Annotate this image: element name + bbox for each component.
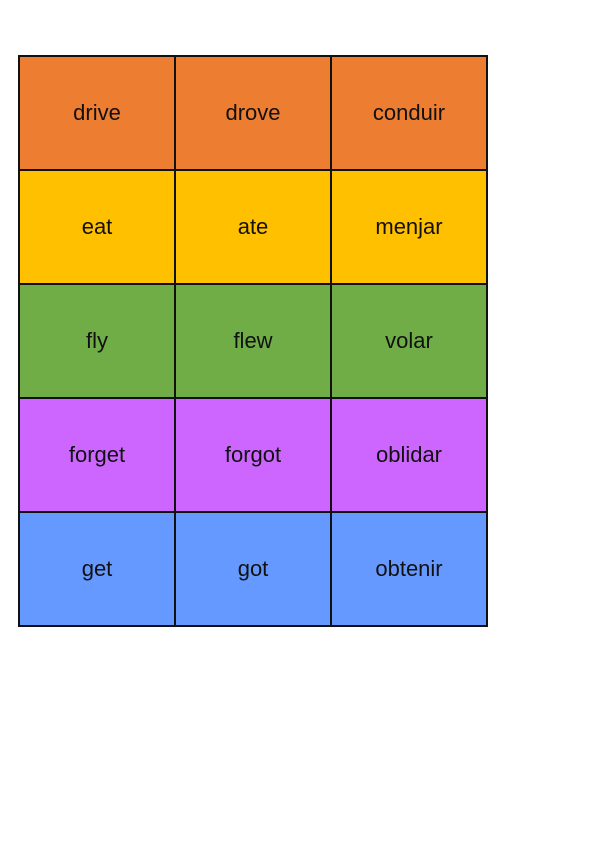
table-cell: flew xyxy=(174,283,332,399)
verb-cards-table: drive drove conduir eat ate menjar fly f… xyxy=(18,55,488,627)
table-row: drive drove conduir xyxy=(18,55,488,171)
table-row: fly flew volar xyxy=(18,283,488,399)
table-cell: drive xyxy=(18,55,176,171)
table-cell: fly xyxy=(18,283,176,399)
table-row: eat ate menjar xyxy=(18,169,488,285)
table-cell: menjar xyxy=(330,169,488,285)
table-cell: forgot xyxy=(174,397,332,513)
table-cell: volar xyxy=(330,283,488,399)
table-cell: forget xyxy=(18,397,176,513)
table-cell: obtenir xyxy=(330,511,488,627)
table-cell: get xyxy=(18,511,176,627)
table-cell: drove xyxy=(174,55,332,171)
table-row: forget forgot oblidar xyxy=(18,397,488,513)
table-cell: conduir xyxy=(330,55,488,171)
table-row: get got obtenir xyxy=(18,511,488,627)
table-cell: ate xyxy=(174,169,332,285)
table-cell: got xyxy=(174,511,332,627)
table-cell: oblidar xyxy=(330,397,488,513)
table-cell: eat xyxy=(18,169,176,285)
